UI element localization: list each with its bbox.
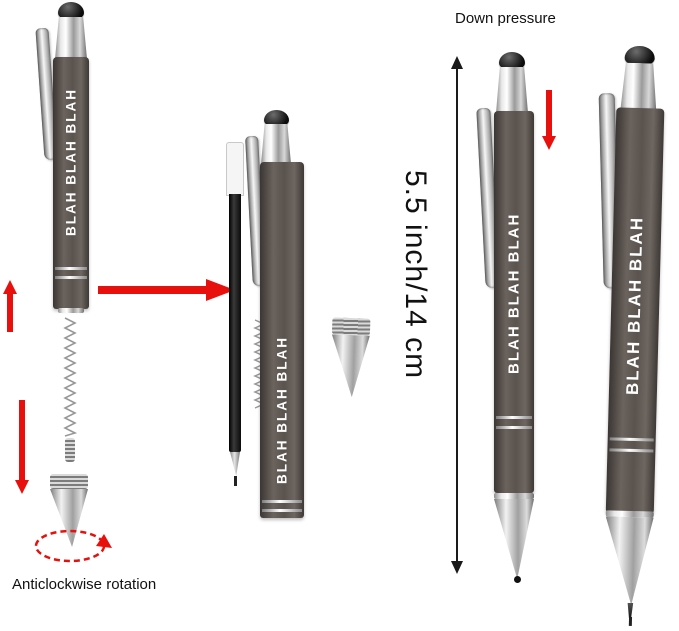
cone-body [330,334,370,397]
pen-barrel: BLAH BLAH BLAH [494,111,534,493]
pen-label: BLAH BLAH BLAH [274,336,290,484]
decor-ring [609,437,654,442]
rotate-anticlockwise-arrow-icon [34,529,112,563]
pen-barrel: BLAH BLAH BLAH [260,162,304,518]
chrome-collar [55,17,87,59]
refill-point [234,476,237,486]
pen-label: BLAH BLAH BLAH [63,88,79,236]
refill-tip [230,452,240,476]
pen-assembled-large: BLAH BLAH BLAH [583,45,679,631]
right-arrow-icon [98,279,235,301]
stylus-top [499,52,525,70]
ballpoint-tip [628,616,633,627]
length-label: 5.5 inch/14 cm [399,170,432,380]
tip-cone [329,317,372,402]
decor-ring [262,500,302,503]
refill-plug [226,142,244,196]
chrome-collar [496,67,528,113]
pen-assembled-medium: BLAH BLAH BLAH [476,52,548,592]
cone-body [603,516,653,605]
cone-band [494,493,534,499]
cone-body [494,499,534,579]
pen-label: BLAH BLAH BLAH [622,215,647,396]
pen-barrel: BLAH BLAH BLAH [605,107,665,514]
spring-icon [63,317,78,437]
down-arrow-icon [15,400,29,494]
pen-label: BLAH BLAH BLAH [505,212,523,375]
decor-ring [496,416,532,419]
decor-ring [55,267,87,270]
anticlockwise-label: Anticlockwise rotation [12,576,157,593]
chrome-collar [620,63,657,112]
decor-ring [262,509,302,512]
stylus-top [264,110,289,127]
decor-ring [496,426,532,429]
down-pressure-label: Down pressure [455,10,556,27]
ink-refill [222,142,248,490]
ballpoint-tip [514,576,521,583]
up-arrow-icon [3,280,17,332]
cone-threads [50,474,88,489]
decor-ring [609,448,654,453]
cone-threads [331,317,371,336]
chrome-collar [261,124,291,164]
pressure-down-arrow-icon [542,90,556,150]
cone-band [605,510,654,518]
pen-barrel-middle: BLAH BLAH BLAH [245,110,314,522]
stylus-top [58,2,84,20]
threaded-rod [65,438,75,462]
refill-tube [229,194,241,452]
barrel-end-band [58,308,84,313]
decor-ring [55,276,87,279]
pen-barrel: BLAH BLAH BLAH [53,57,89,309]
pen-disassembled: BLAH BLAH BLAH [35,2,102,558]
measure-arrow-icon [451,56,463,574]
